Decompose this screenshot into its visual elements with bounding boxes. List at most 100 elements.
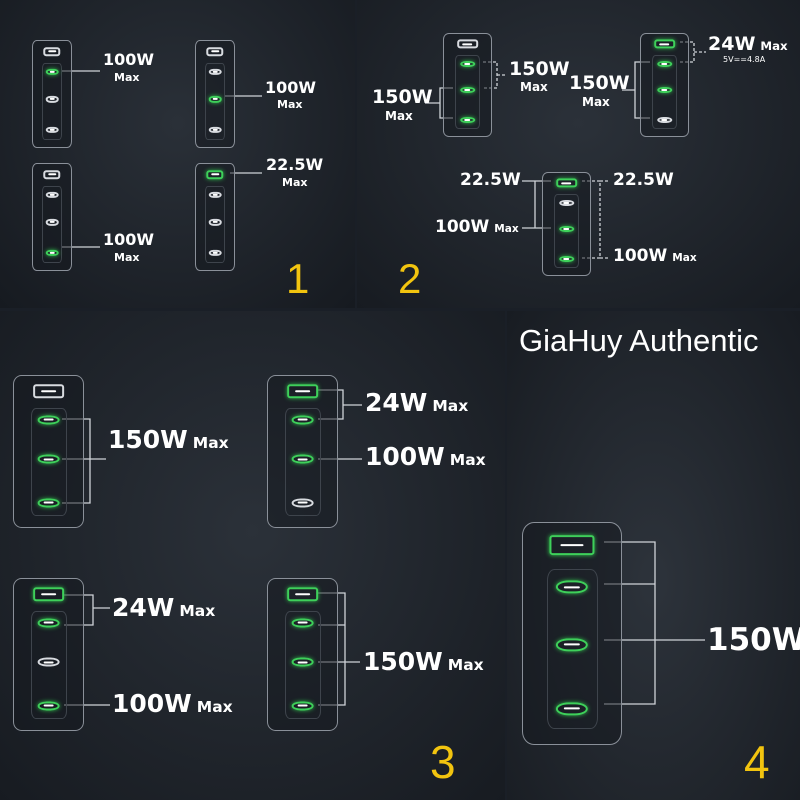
usb-c-port-3: [208, 249, 222, 257]
usb-c-port-3-active: [45, 249, 59, 257]
port-panel: [546, 569, 599, 729]
usb-c-port-1-active: [459, 60, 476, 67]
usb-c-port-3-active: [459, 116, 476, 123]
usb-c-port-2-active: [291, 657, 314, 667]
label-100w: 100W: [265, 78, 317, 97]
port-panel: [455, 55, 481, 129]
usb-c-port-1: [558, 199, 575, 206]
label-max: Max: [582, 95, 610, 109]
label-150w: 150W: [569, 72, 630, 94]
usb-a-port-active: [286, 587, 319, 601]
label-22-5w: 22.5W: [266, 155, 324, 174]
port-panel: [30, 610, 68, 720]
label-max: Max: [114, 71, 140, 84]
usb-a-port: [32, 384, 65, 398]
label-100w: 100W: [103, 230, 155, 249]
usb-c-port-2-active: [555, 637, 589, 652]
usb-a-port: [43, 169, 61, 180]
label-22-5w: 22.5W: [460, 170, 521, 190]
label-max: Max: [277, 98, 303, 111]
panel-3: [0, 311, 505, 800]
usb-a-port: [43, 46, 61, 57]
charger-p4-c1: [522, 522, 622, 745]
usb-a-port-active: [286, 384, 319, 398]
port-panel: [554, 194, 580, 268]
label-150w: 150W: [707, 622, 800, 658]
usb-c-port-3: [208, 126, 222, 134]
label-max: Max: [520, 80, 548, 94]
usb-a-port-active: [549, 535, 595, 556]
port-panel: [42, 63, 63, 140]
usb-c-port-2-active: [459, 87, 476, 94]
port-panel: [42, 186, 63, 263]
usb-c-port-1-active: [37, 415, 60, 425]
usb-c-port-1-active: [555, 580, 589, 594]
charger-p1-c4: [195, 163, 235, 271]
usb-c-port-2-active: [291, 454, 314, 464]
usb-c-port-1-active: [656, 60, 673, 67]
usb-c-port-1-active: [37, 618, 60, 628]
watermark-text: GiaHuy Authentic: [519, 323, 759, 358]
usb-c-port-2: [45, 96, 59, 103]
charger-p3-c3: [13, 578, 84, 731]
usb-c-port-2-active: [558, 226, 575, 233]
panel-number-3: 3: [430, 736, 456, 788]
charger-p1-c2: [195, 40, 235, 148]
usb-a-port: [206, 46, 224, 57]
usb-a-port-active: [653, 39, 676, 49]
usb-c-port-2-active: [656, 87, 673, 94]
usb-c-port-3-active: [558, 255, 575, 262]
label-max: Max: [114, 251, 140, 264]
label-voltage: 5V==4.8A: [723, 55, 766, 64]
port-panel: [30, 407, 68, 517]
panel-number-1: 1: [286, 255, 310, 302]
label-22-5w: 22.5W: [613, 170, 674, 190]
usb-c-port-1: [45, 191, 59, 198]
port-panel: [652, 55, 678, 129]
usb-a-port-active: [206, 169, 224, 180]
charger-p3-c4: [267, 578, 338, 731]
usb-a-port-active: [555, 178, 578, 188]
port-panel: [284, 610, 322, 720]
usb-c-port-1-active: [291, 618, 314, 628]
usb-c-port-2: [37, 657, 60, 667]
usb-c-port-1: [208, 68, 222, 75]
charger-p3-c2: [267, 375, 338, 528]
port-panel: [284, 407, 322, 517]
charger-p3-c1: [13, 375, 84, 528]
charger-p1-c1: [32, 40, 72, 148]
label-100w: 100W: [103, 50, 155, 69]
usb-c-port-3: [291, 498, 314, 508]
usb-c-port-3-active: [291, 701, 314, 711]
port-panel: [205, 186, 226, 263]
charger-p2-c1: [443, 33, 492, 137]
usb-c-port-1: [208, 191, 222, 198]
panel-number-4: 4: [744, 736, 770, 788]
usb-c-port-2: [45, 219, 59, 226]
usb-c-port-3-active: [37, 701, 60, 711]
usb-c-port-3: [45, 126, 59, 134]
panel-number-2: 2: [398, 255, 422, 302]
usb-a-port-active: [32, 587, 65, 601]
charger-p2-c2: [640, 33, 689, 137]
label-150w: 150W: [372, 86, 433, 108]
usb-c-port-1-active: [45, 68, 59, 75]
usb-c-port-1-active: [291, 415, 314, 425]
charger-p1-c3: [32, 163, 72, 271]
label-150w: 150W: [509, 58, 570, 80]
usb-c-port-3-active: [37, 498, 60, 508]
charger-p2-c3: [542, 172, 591, 276]
usb-c-port-2-active: [208, 96, 222, 103]
usb-c-port-3-active: [555, 702, 589, 716]
label-max: Max: [385, 109, 413, 123]
usb-c-port-2-active: [37, 454, 60, 464]
